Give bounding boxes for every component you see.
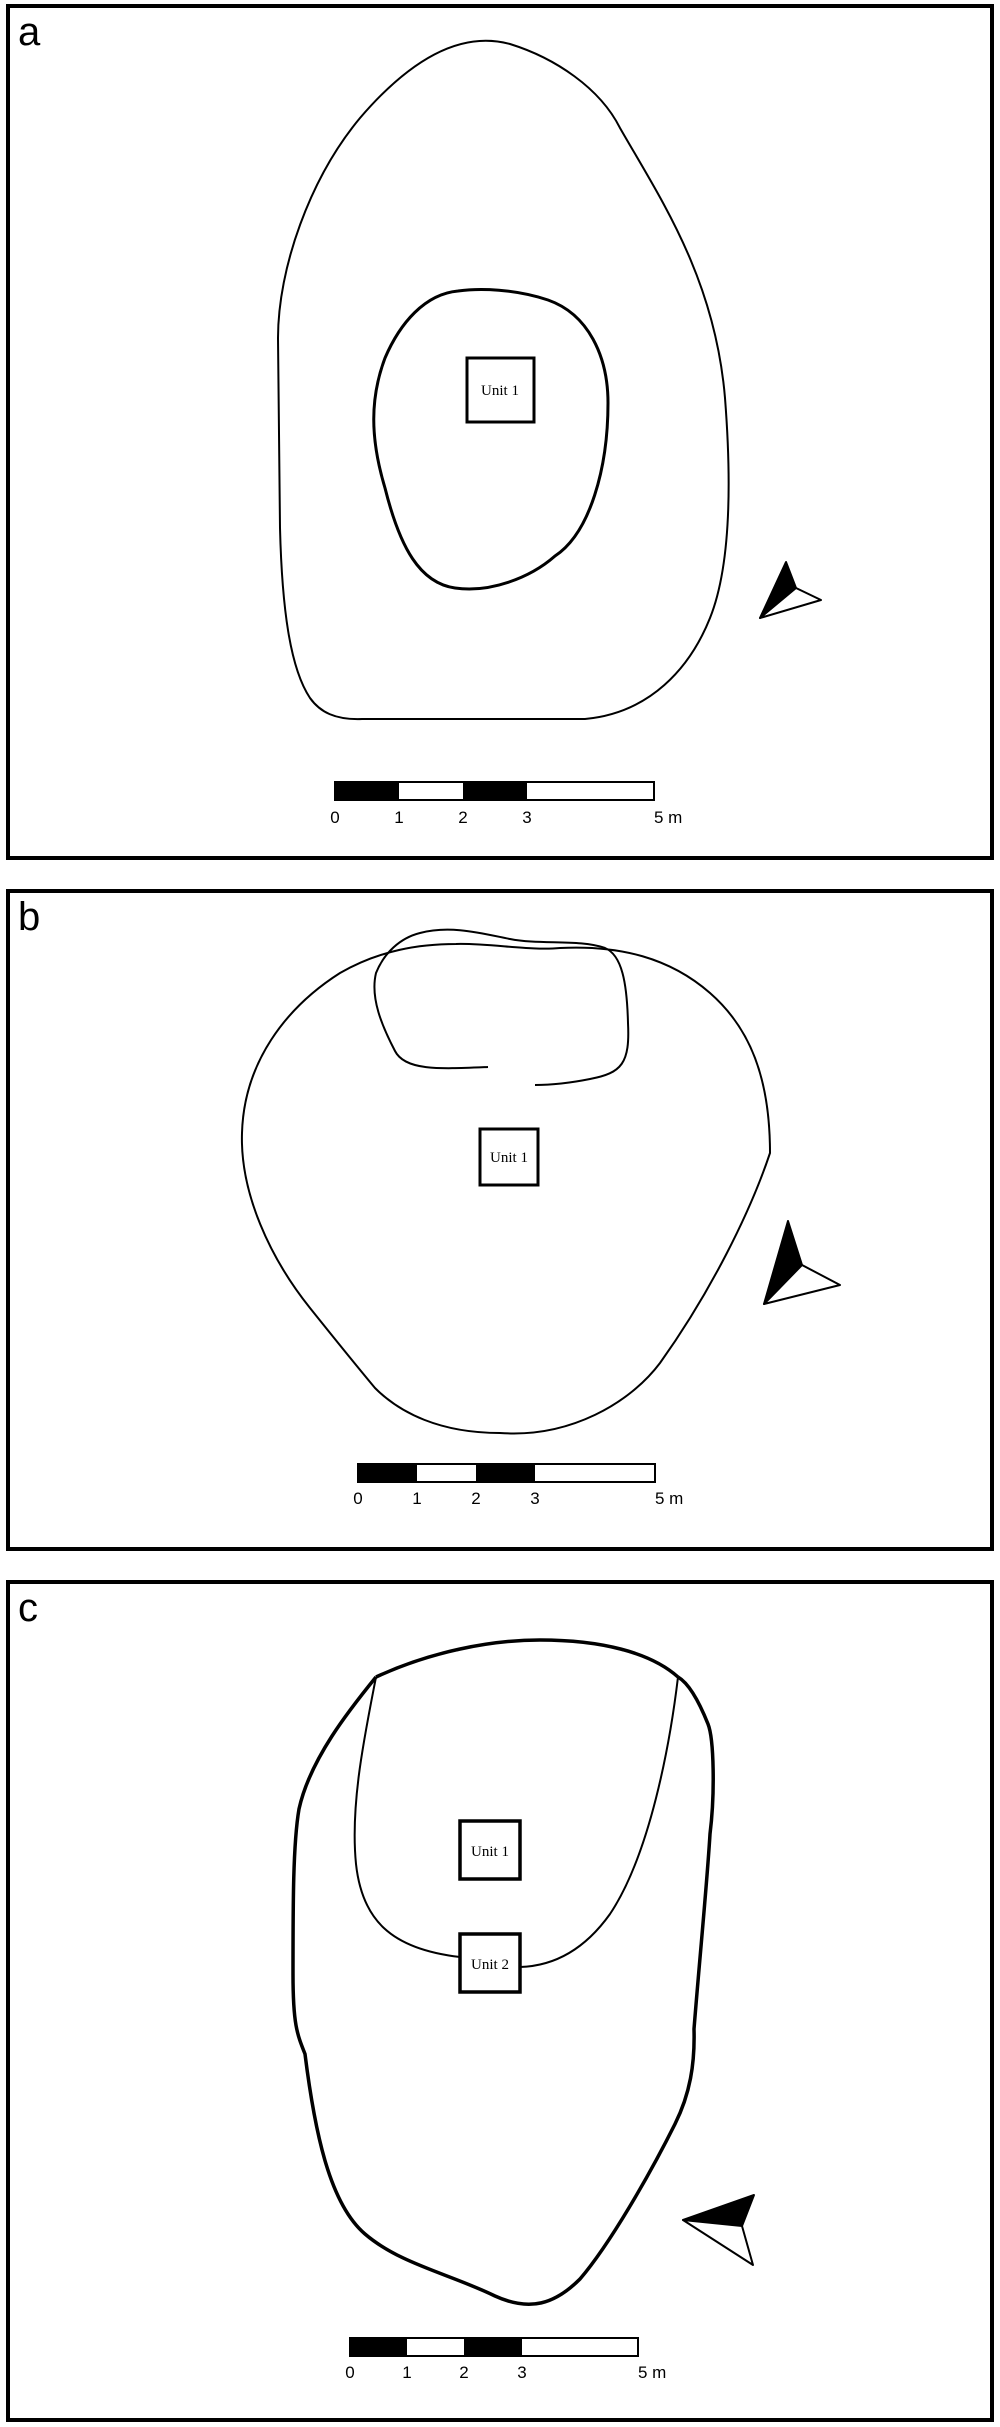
unit-1-label: Unit 1 bbox=[471, 1844, 509, 1860]
site-map-a: Unit 1 0 1 2 3 5 m bbox=[276, 39, 822, 827]
inner-contour bbox=[519, 1676, 679, 1968]
unit-2-square bbox=[458, 1932, 522, 1994]
scale-segment bbox=[476, 1464, 535, 1482]
scale-tick-label: 5 m bbox=[638, 2363, 666, 2382]
scale-tick-label: 1 bbox=[412, 1489, 421, 1508]
scale-tick-label: 2 bbox=[471, 1489, 480, 1508]
scale-tick-label: 1 bbox=[394, 808, 403, 827]
outer-contour bbox=[276, 39, 730, 721]
scale-tick-label: 0 bbox=[353, 1489, 362, 1508]
scale-tick-label: 5 m bbox=[655, 1489, 683, 1508]
inner-contour bbox=[372, 288, 610, 591]
scale-segment bbox=[335, 782, 399, 800]
scale-segment bbox=[350, 2338, 407, 2356]
north-arrow-icon bbox=[759, 561, 822, 619]
scale-tick-label: 2 bbox=[458, 808, 467, 827]
site-map-b: Unit 1 0 1 2 3 5 m bbox=[240, 928, 841, 1508]
panel-label: c bbox=[18, 1586, 38, 1630]
panel-label: a bbox=[18, 10, 41, 54]
panel-label: b bbox=[18, 895, 41, 939]
site-map-c: Unit 1 Unit 2 0 1 2 3 5 m bbox=[291, 1638, 755, 2382]
north-arrow-icon bbox=[763, 1220, 841, 1305]
scale-tick-label: 3 bbox=[522, 808, 531, 827]
inner-contour bbox=[373, 928, 630, 1086]
scale-tick-label: 3 bbox=[530, 1489, 539, 1508]
north-arrow-icon bbox=[682, 2194, 755, 2266]
scale-bar: 0 1 2 3 5 m bbox=[330, 781, 682, 827]
panel-b: b Unit 1 0 1 2 3 5 m bbox=[6, 889, 994, 1551]
scale-segment bbox=[463, 782, 527, 800]
scale-tick-label: 2 bbox=[459, 2363, 468, 2382]
scale-tick-label: 0 bbox=[345, 2363, 354, 2382]
scale-segment bbox=[464, 2338, 522, 2356]
top-arc bbox=[375, 1638, 680, 1679]
outer-contour bbox=[240, 942, 772, 1435]
scale-tick-label: 1 bbox=[402, 2363, 411, 2382]
scale-segment bbox=[358, 1464, 417, 1482]
scale-bar: 0 1 2 3 5 m bbox=[353, 1463, 683, 1508]
panel-a: a Unit 1 0 1 2 3 5 m bbox=[6, 4, 994, 860]
unit-1-label: Unit 1 bbox=[481, 383, 519, 399]
outer-contour bbox=[291, 1675, 715, 2307]
unit-1-square bbox=[465, 356, 536, 424]
scale-tick-label: 0 bbox=[330, 808, 339, 827]
unit-1-label: Unit 1 bbox=[490, 1150, 528, 1166]
scale-tick-label: 3 bbox=[517, 2363, 526, 2382]
scale-bar: 0 1 2 3 5 m bbox=[345, 2337, 666, 2382]
unit-2-label: Unit 2 bbox=[471, 1957, 509, 1973]
inner-contour bbox=[353, 1676, 461, 1958]
scale-tick-label: 5 m bbox=[654, 808, 682, 827]
unit-1-square bbox=[478, 1127, 540, 1187]
panel-c: c Unit 1 Unit 2 0 1 2 3 5 m bbox=[6, 1580, 994, 2422]
unit-1-square bbox=[458, 1819, 522, 1881]
